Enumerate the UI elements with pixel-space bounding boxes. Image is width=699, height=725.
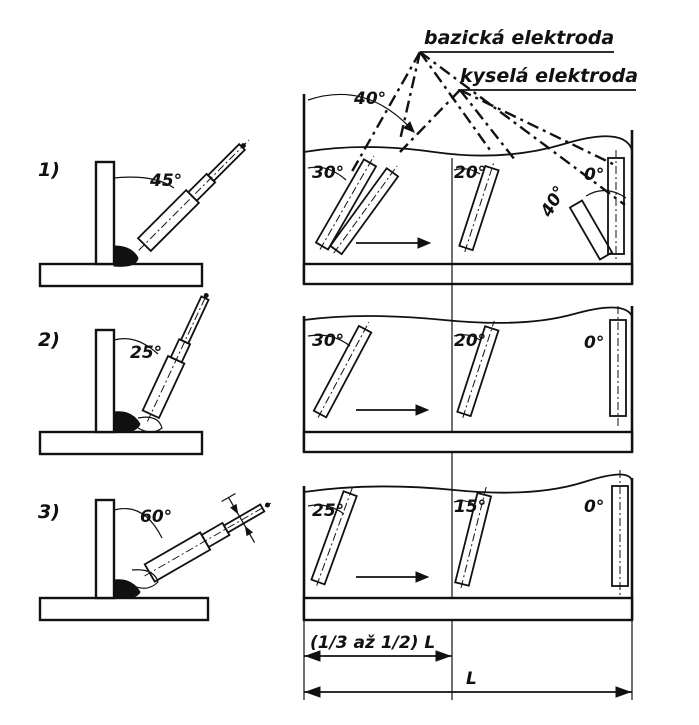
angle-arc-40 — [307, 93, 415, 133]
electrode — [456, 320, 500, 418]
electrode — [458, 162, 500, 252]
plate-top-edge — [303, 473, 633, 494]
top-angle-label: 40° — [353, 89, 386, 109]
weld-bead — [113, 579, 141, 599]
panel-angle-1: 30° — [312, 163, 344, 183]
electrode — [136, 139, 250, 253]
panel-angle-2: 20° — [454, 163, 486, 183]
weld-panel-2: 30° 20° 0° — [302, 306, 634, 454]
electrode-type-labels: bazická elektroda kyselá elektroda — [420, 27, 638, 91]
electrode-basic — [314, 155, 378, 251]
acid-leader-30 — [399, 89, 461, 153]
weld-panel-3: 25° 15° 0° — [302, 470, 634, 622]
basic-leader-0 — [419, 51, 626, 206]
fillet-angle-label: 25° — [130, 343, 162, 363]
angle-arc — [113, 508, 163, 539]
tilt-angle-label: 40° — [537, 183, 571, 222]
plate-top-edge — [303, 306, 633, 324]
partial-length-label: (1/3 až 1/2) L — [310, 633, 435, 653]
angle-arc — [307, 166, 347, 181]
acid-leader-0 — [459, 88, 616, 167]
fillet-sketch-2: 2) 25° — [38, 290, 210, 456]
panel-angle-2: 20° — [454, 331, 486, 351]
acid-electrode-label: kyselá elektroda — [460, 65, 638, 87]
row-1-number: 1) — [38, 159, 60, 181]
panel-angle-1: 30° — [312, 331, 344, 351]
row-2-number: 2) — [38, 329, 60, 351]
electrode-tilted — [568, 199, 614, 261]
panel-angle-3: 0° — [584, 165, 604, 185]
electrode — [312, 321, 373, 419]
panel-base — [302, 262, 634, 286]
panel-angle-2: 15° — [454, 497, 486, 517]
electrode — [141, 290, 210, 422]
total-length-label: L — [466, 669, 477, 689]
electrode — [143, 492, 272, 583]
electrode — [310, 485, 358, 586]
plate-top-edge — [303, 135, 633, 157]
vertical-plate — [94, 498, 116, 600]
panel-angle-3: 0° — [584, 333, 604, 353]
panel-angle-3: 0° — [584, 497, 604, 517]
previous-bead — [131, 569, 159, 589]
acid-electrode-leaders — [399, 88, 616, 167]
panel-base — [302, 596, 634, 622]
acid-leader-20 — [459, 89, 516, 161]
basic-electrode-leaders — [348, 51, 626, 206]
fillet-angle-label: 60° — [140, 507, 172, 527]
row-3-number: 3) — [38, 501, 60, 523]
electrode-acid — [329, 165, 400, 256]
electrode — [454, 486, 493, 589]
vertical-plate — [94, 160, 116, 266]
dimension-lines: (1/3 až 1/2) L L — [303, 620, 633, 700]
basic-leader-40 — [398, 51, 422, 141]
basic-leader-20 — [419, 51, 491, 151]
previous-bead — [137, 416, 163, 433]
panel-base — [302, 430, 634, 454]
weld-bead — [113, 245, 139, 267]
angle-arc — [113, 338, 159, 355]
basic-electrode-label: bazická elektroda — [424, 27, 614, 49]
weld-panel-1: 40° 30° 20° 0° 40° — [302, 89, 634, 700]
angle-arc — [113, 176, 175, 189]
base-plate — [38, 262, 204, 288]
base-plate — [38, 430, 204, 456]
panel-angle-1: 25° — [312, 501, 344, 521]
weld-bead — [113, 411, 141, 433]
electrode-vertical — [609, 319, 627, 417]
fillet-angle-label: 45° — [149, 171, 182, 191]
fillet-sketch-1: 1) 45° — [38, 139, 250, 288]
fillet-sketch-3: 3) 60° — [38, 492, 272, 622]
basic-leader-30 — [348, 51, 422, 176]
base-plate — [38, 596, 210, 622]
vertical-plate — [94, 328, 116, 434]
